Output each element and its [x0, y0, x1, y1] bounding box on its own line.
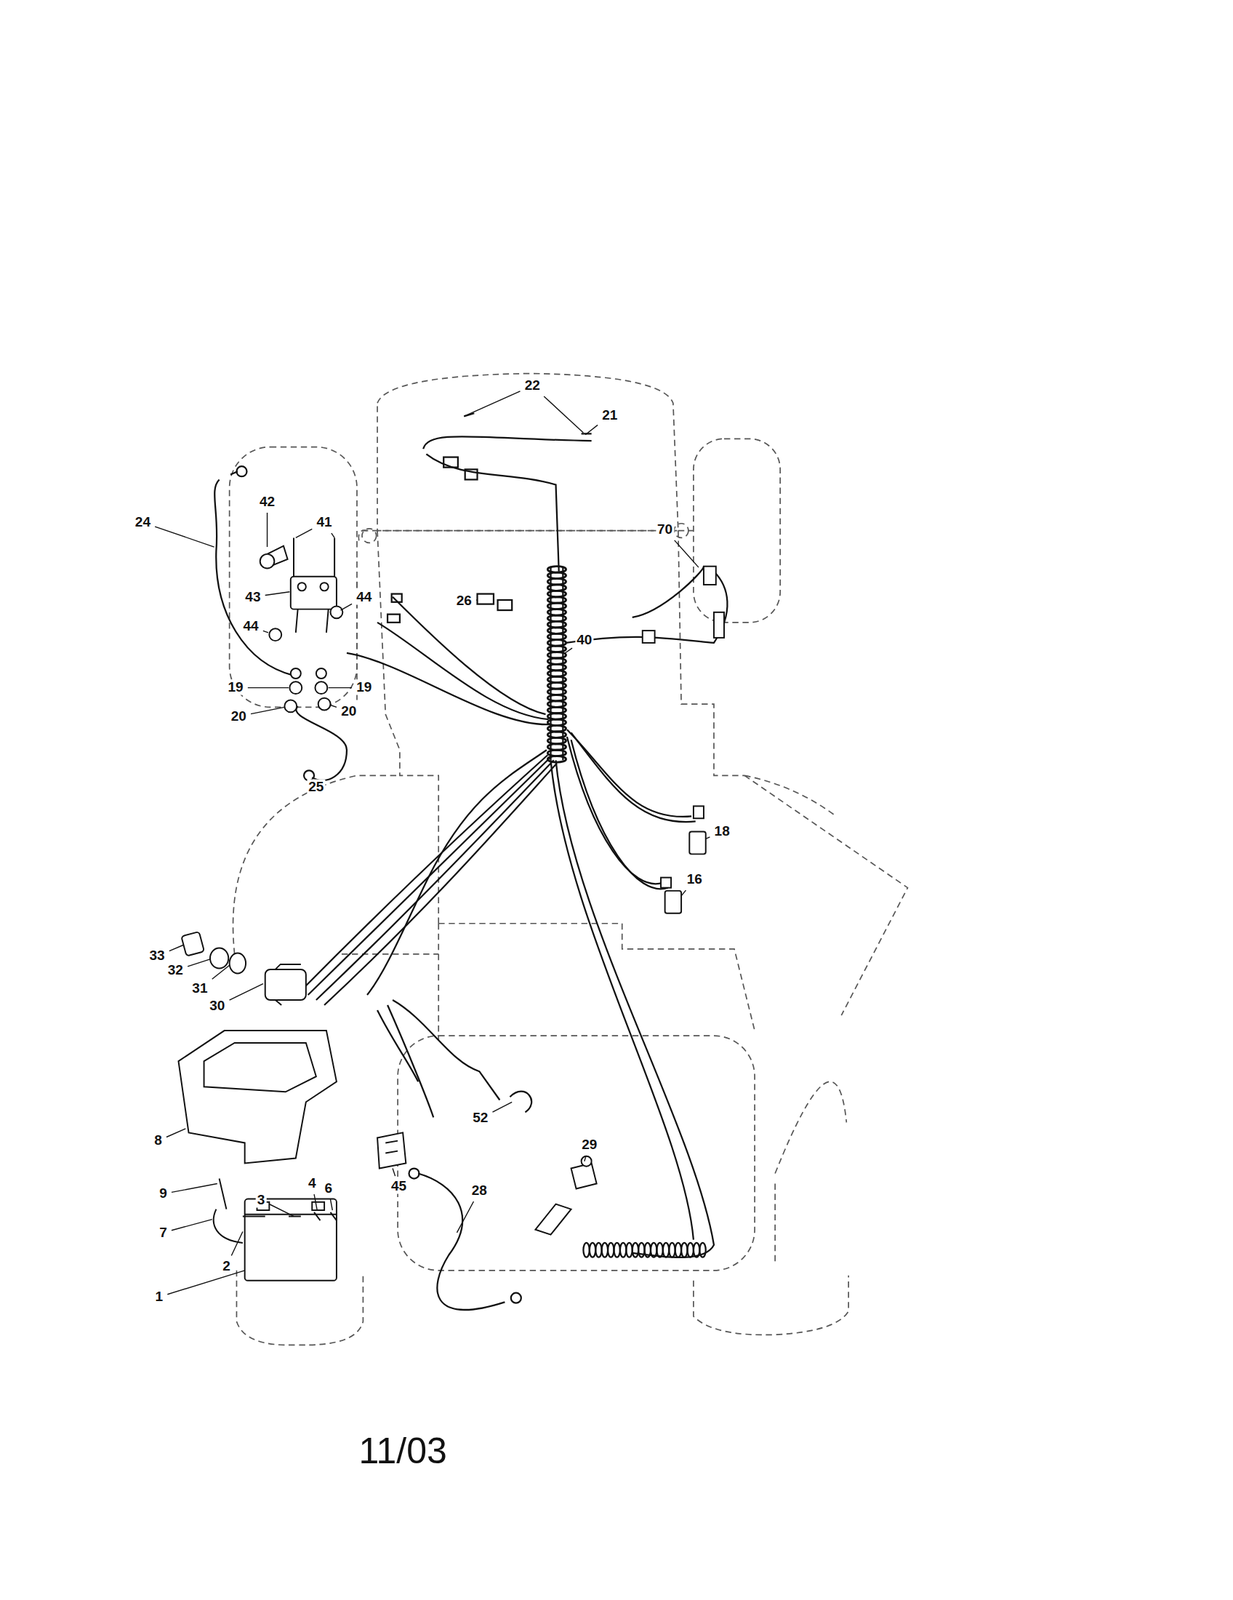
callout-number: 21 — [600, 407, 619, 423]
leader-line — [154, 526, 214, 547]
harness-coil — [583, 1242, 706, 1257]
coil-winding — [656, 1242, 663, 1257]
coil-winding — [583, 1242, 589, 1257]
coil-winding — [638, 1242, 645, 1257]
callout-number: 44 — [354, 588, 373, 605]
callout-number: 18 — [713, 823, 732, 839]
callout-number: 16 — [685, 871, 704, 887]
callout-number: 9 — [157, 1185, 169, 1202]
callout-number: 7 — [157, 1224, 169, 1240]
callout-number: 19 — [226, 679, 245, 696]
callout-number: 20 — [229, 708, 248, 724]
callout-number: 4 — [306, 1175, 318, 1191]
callout-number: 40 — [575, 631, 594, 648]
callout-number: 45 — [389, 1178, 408, 1194]
callout-number: 28 — [470, 1182, 489, 1199]
leader-line — [166, 1128, 186, 1138]
coil-winding — [681, 1242, 688, 1257]
leader-line — [231, 1230, 243, 1255]
coil-winding — [595, 1242, 602, 1257]
callout-number: 22 — [523, 378, 542, 394]
leader-line — [295, 528, 312, 538]
leader-line — [171, 1183, 218, 1193]
callout-number: 6 — [322, 1180, 334, 1196]
callout-number: 31 — [190, 980, 209, 996]
leader-line — [171, 1219, 213, 1231]
coil-winding — [632, 1242, 639, 1257]
coil-winding — [601, 1242, 608, 1257]
components — [178, 537, 725, 1280]
leader-line — [463, 391, 520, 417]
tractor-outline — [229, 373, 909, 1345]
callout-number: 1 — [154, 1288, 166, 1305]
leader-line — [681, 889, 686, 896]
coil-winding — [675, 1242, 682, 1257]
callout-number: 20 — [339, 703, 358, 719]
coil-winding — [589, 1242, 596, 1257]
coil-winding — [650, 1242, 657, 1257]
coil-winding — [607, 1242, 614, 1257]
coil-winding — [668, 1242, 675, 1257]
callout-number: 43 — [243, 588, 262, 605]
leader-line — [269, 1203, 294, 1217]
harness-coil — [547, 566, 566, 762]
coil-winding — [699, 1242, 706, 1257]
leader-line — [247, 687, 289, 688]
callout-number: 29 — [580, 1137, 599, 1153]
callout-number: 25 — [306, 778, 325, 794]
callout-number: 33 — [147, 948, 166, 964]
coil-winding — [644, 1242, 651, 1257]
callout-number: 52 — [471, 1110, 490, 1126]
leader-line — [328, 687, 352, 688]
leader-line — [476, 599, 477, 601]
leader-line — [674, 540, 699, 568]
leader-line — [330, 1198, 333, 1210]
coil-winding — [620, 1242, 626, 1257]
leader-line — [456, 1201, 474, 1233]
coil-winding — [625, 1242, 632, 1257]
leader-line — [492, 1101, 513, 1112]
leader-line — [265, 591, 291, 596]
callout-number: 30 — [207, 998, 227, 1014]
callout-number: 44 — [242, 618, 261, 634]
coil-winding — [613, 1242, 620, 1257]
coil-winding — [547, 756, 566, 762]
leader-line — [314, 1193, 317, 1210]
leader-line — [543, 396, 584, 433]
wiring — [214, 412, 728, 1310]
coil-winding — [663, 1242, 669, 1257]
callout-number: 26 — [455, 593, 474, 609]
leader-line — [331, 532, 335, 538]
leader-line — [229, 983, 264, 1001]
callout-number: 42 — [258, 494, 277, 510]
leader-line — [266, 512, 268, 547]
leader-line — [585, 424, 598, 435]
leader-line — [705, 836, 711, 839]
callout-number: 2 — [221, 1257, 232, 1273]
callout-number: 24 — [133, 514, 152, 530]
callout-number: 19 — [354, 679, 373, 696]
callout-number: 32 — [166, 962, 185, 978]
date-code: 11/03 — [355, 1430, 450, 1471]
leader-line — [584, 1155, 586, 1162]
leader-line — [340, 603, 352, 610]
callout-number: 8 — [152, 1132, 164, 1148]
callout-number: 41 — [315, 514, 334, 530]
leader-line — [564, 647, 573, 653]
leader-line — [212, 964, 230, 979]
callout-number: 70 — [655, 521, 674, 538]
callout-number: 3 — [255, 1191, 267, 1207]
leader-line — [167, 1270, 245, 1295]
coil-winding — [687, 1242, 693, 1257]
leader-line — [263, 630, 269, 632]
leader-line — [330, 705, 337, 708]
leader-line — [250, 706, 285, 714]
leader-line — [392, 1168, 396, 1177]
leader-line — [187, 958, 211, 967]
coil-winding — [693, 1242, 700, 1257]
leader-line — [169, 944, 184, 951]
leader-lines — [154, 391, 710, 1295]
